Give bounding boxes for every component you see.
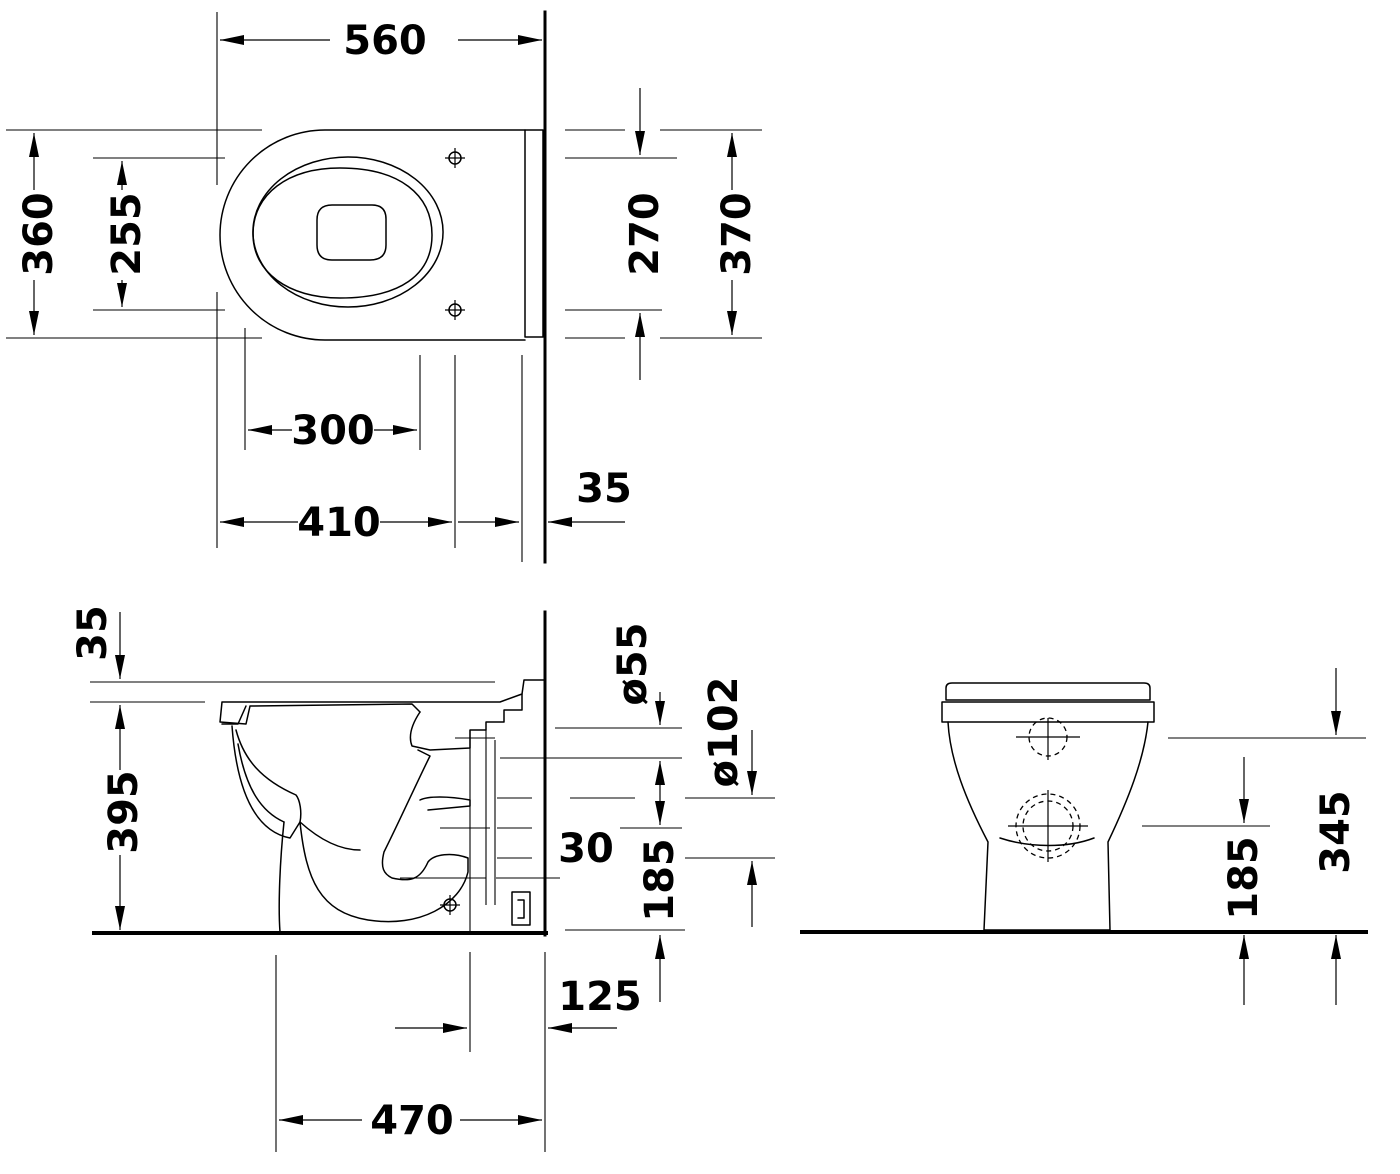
dim-30: 30 — [558, 826, 614, 872]
top-view-seat-outline — [252, 156, 444, 308]
dim-125: 125 — [558, 974, 642, 1020]
front-view-inlet-hidden — [1016, 717, 1080, 760]
top-view-bowl-opening — [316, 204, 387, 261]
dim-270: 270 — [622, 192, 668, 276]
top-view-inner-seat — [252, 167, 433, 299]
dim-370: 370 — [714, 192, 760, 276]
side-view-trap — [278, 749, 469, 933]
front-view-seat — [941, 701, 1155, 723]
dim-185-front: 185 — [1221, 836, 1267, 920]
dim-410: 410 — [297, 500, 381, 546]
side-view-bowl-outer — [231, 725, 302, 839]
dim-560: 560 — [343, 18, 427, 64]
dim-255: 255 — [104, 192, 150, 276]
side-view-seat — [219, 679, 546, 725]
side-view: 35 395 ø55 ø102 30 185 125 — [70, 605, 775, 1152]
top-view-fixing-hole-bottom — [445, 300, 465, 320]
dim-35-top: 35 — [576, 466, 632, 512]
dim-dia-55: ø55 — [610, 622, 656, 705]
top-view-bowl-outline — [219, 129, 526, 341]
top-view-fixing-hole-top — [445, 148, 465, 168]
dim-470: 470 — [370, 1098, 454, 1144]
dim-185-side: 185 — [637, 838, 683, 922]
dim-360: 360 — [16, 192, 62, 276]
dim-dia-102: ø102 — [701, 677, 747, 788]
dim-395: 395 — [101, 770, 147, 854]
front-view-lid — [945, 682, 1151, 701]
top-view-back-flange — [524, 129, 544, 338]
front-view: 185 345 — [800, 668, 1368, 1005]
front-view-bowl — [947, 721, 1149, 931]
front-view-outlet-hidden — [1008, 790, 1088, 862]
dim-35-side: 35 — [70, 605, 116, 661]
dim-300: 300 — [291, 408, 375, 454]
dim-345: 345 — [1313, 790, 1359, 874]
top-view: 560 360 255 270 370 300 — [6, 10, 762, 564]
side-view-fixing-hole — [440, 895, 460, 915]
side-view-wall-bracket — [511, 891, 531, 926]
